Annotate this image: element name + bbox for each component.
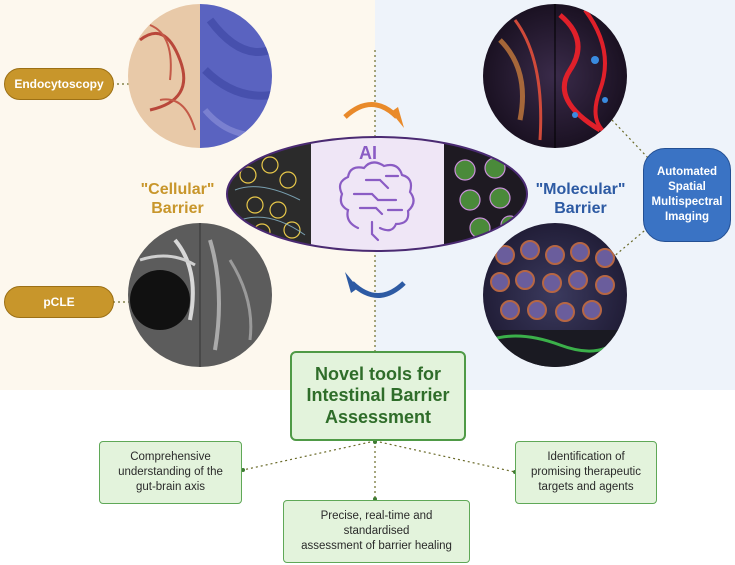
cellular-barrier-label: "Cellular" Barrier <box>140 181 215 218</box>
barrier-healing-box: Precise, real-time and standardised asse… <box>283 500 470 563</box>
orange-cycle-arrow <box>343 102 404 128</box>
multiplex-image-top <box>483 4 627 148</box>
endocytoscopy-image <box>128 4 272 148</box>
molecular-barrier-label: "Molecular" Barrier <box>535 181 626 218</box>
automated-imaging-pill: Automated Spatial Multispectral Imaging <box>643 148 731 242</box>
gut-brain-box: Comprehensive understanding of the gut-b… <box>99 441 242 504</box>
multiplex-image-bottom <box>483 223 627 367</box>
endocytoscopy-pill: Endocytoscopy <box>4 68 114 100</box>
connector-lines <box>112 50 651 500</box>
ai-label: AI <box>359 143 377 163</box>
pcle-pill: pCLE <box>4 286 114 318</box>
main-title-box: Novel tools for Intestinal Barrier Asses… <box>290 351 466 441</box>
therapeutic-targets-box: Identification of promising therapeutic … <box>515 441 657 504</box>
pcle-image <box>128 223 272 367</box>
brain-icon <box>338 161 415 242</box>
blue-cycle-arrow <box>345 272 406 298</box>
